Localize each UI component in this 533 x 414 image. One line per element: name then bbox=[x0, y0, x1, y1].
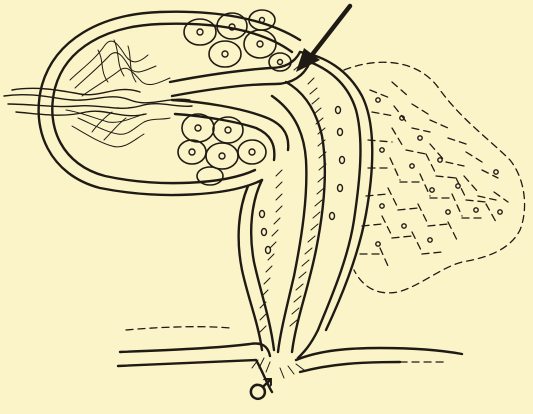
lower-cell-cluster bbox=[178, 114, 266, 185]
capsule bbox=[39, 12, 300, 195]
lumen-hatching bbox=[260, 58, 326, 332]
fibrous-tuft bbox=[4, 40, 192, 147]
main-tube bbox=[239, 52, 373, 358]
base-lines bbox=[118, 327, 462, 392]
mass-nuclei bbox=[376, 98, 502, 246]
upper-cell-cluster bbox=[184, 10, 291, 71]
male-symbol-label: ♂ bbox=[247, 376, 274, 406]
arrow-icon bbox=[296, 6, 350, 72]
